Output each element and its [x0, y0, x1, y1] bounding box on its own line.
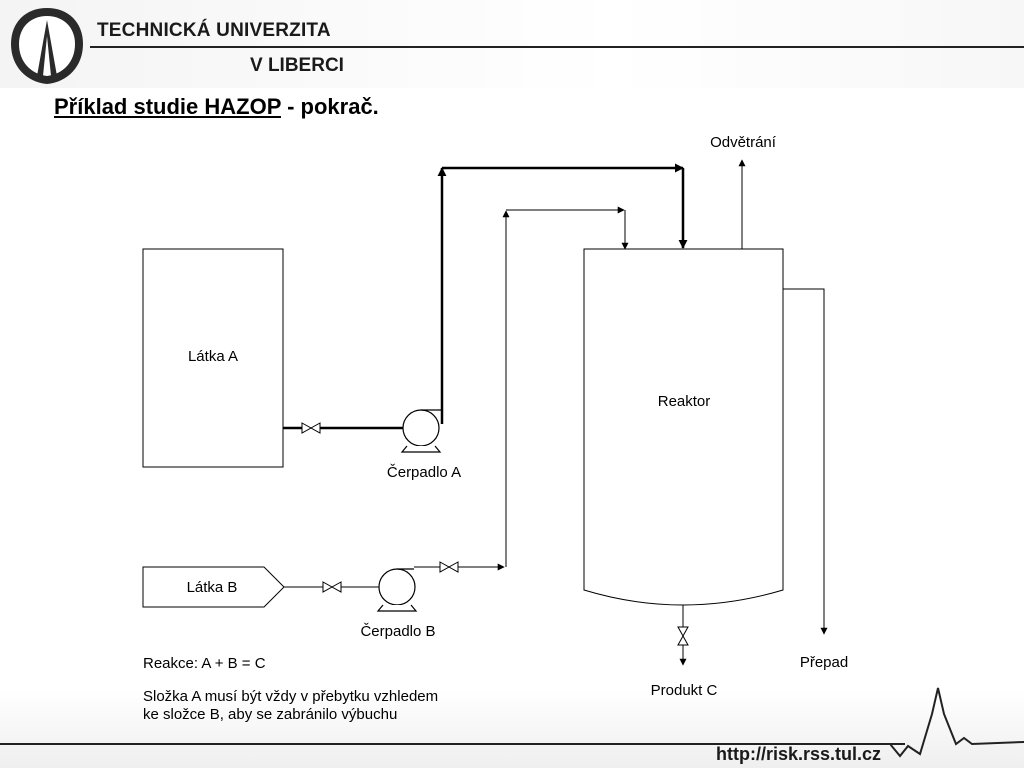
vent-line: Odvětrání — [710, 134, 777, 249]
tank-a-label: Látka A — [188, 348, 238, 365]
reactor-label: Reaktor — [658, 393, 711, 410]
product-line: Produkt C — [651, 605, 718, 699]
pump-a-label: Čerpadlo A — [387, 464, 461, 481]
tank-b: Látka B — [142, 566, 285, 608]
page-title-main: Příklad studie HAZOP — [54, 94, 281, 119]
valve-a — [301, 422, 321, 434]
valve-product — [677, 626, 689, 646]
signal-wave-icon — [890, 687, 1024, 758]
pump-a: Čerpadlo A — [387, 409, 461, 481]
footer-url: http://risk.rss.tul.cz — [716, 744, 882, 764]
vent-label: Odvětrání — [710, 134, 777, 151]
reactor: Reaktor — [583, 248, 784, 606]
feed-line-a — [283, 163, 688, 430]
pump-b: Čerpadlo B — [360, 568, 436, 640]
university-logo — [11, 8, 83, 84]
valve-b1 — [322, 581, 342, 593]
tank-b-label: Látka B — [187, 579, 238, 596]
feed-line-b — [284, 206, 629, 588]
page-title-suffix: - pokrač. — [280, 94, 379, 119]
university-name-line2: V LIBERCI — [250, 55, 344, 76]
footer-rule — [0, 743, 905, 745]
pump-b-label: Čerpadlo B — [360, 623, 435, 640]
reaction-note: Reakce: A + B = C — [143, 655, 266, 672]
page-title: Příklad studie HAZOP - pokrač. — [54, 94, 379, 120]
header-background — [0, 0, 1024, 88]
valve-b2 — [439, 561, 459, 573]
footer-background — [0, 690, 1024, 768]
product-label: Produkt C — [651, 682, 718, 699]
overflow-line: Přepad — [783, 288, 848, 671]
safety-note-line1: Složka A musí být vždy v přebytku vzhled… — [143, 688, 439, 705]
tank-a: Látka A — [142, 248, 284, 468]
safety-note-line2: ke složce B, aby se zabránilo výbuchu — [143, 706, 398, 723]
overflow-label: Přepad — [800, 654, 848, 671]
header-rule — [90, 46, 1024, 48]
university-name-line1: TECHNICKÁ UNIVERZITA — [97, 20, 331, 41]
